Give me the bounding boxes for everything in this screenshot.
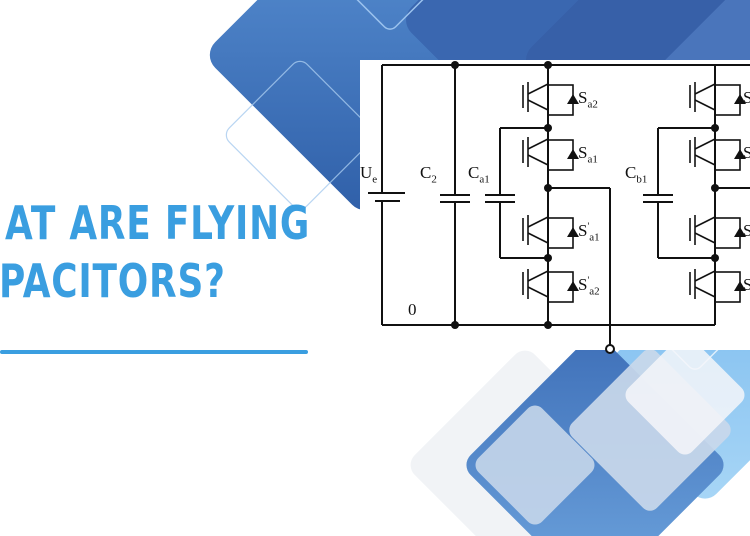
label-c2: C2 (420, 163, 437, 186)
switch-sb1-prime (689, 215, 741, 249)
label-sb1-prime: S (743, 221, 750, 240)
label-sa1-prime: S'a1 (578, 221, 600, 244)
headline-underline (0, 350, 308, 354)
headline-line-2: PACITORS? (0, 254, 226, 308)
switch-sa2-prime (522, 269, 574, 303)
label-ue: Ue (360, 163, 378, 186)
switch-sb1 (689, 137, 741, 171)
switch-sa1 (522, 137, 574, 171)
label-sa2: Sa2 (578, 88, 598, 111)
label-ca1: Ca1 (468, 163, 490, 186)
switch-sb2-prime (689, 269, 741, 303)
bottom-diamond-cluster (410, 335, 745, 536)
label-cb1: Cb1 (625, 163, 648, 186)
switch-sa2 (522, 82, 574, 116)
label-sb2: S (743, 88, 750, 107)
junction-dots (451, 61, 719, 329)
diodes (567, 94, 746, 291)
headline-line-1: AT ARE FLYING (4, 196, 310, 250)
label-sb1: S (743, 143, 750, 162)
flying-capacitor-circuit: Ue C2 Ca1 Cb1 0 Sa2 Sa1 S'a1 S'a2 S S S … (360, 60, 750, 354)
label-ground: 0 (408, 300, 417, 319)
label-sa1: Sa1 (578, 143, 598, 166)
label-sa2-prime: S'a2 (578, 275, 600, 298)
label-sb2-prime: S (743, 275, 750, 294)
switch-sb2 (689, 82, 741, 116)
switch-sa1-prime (522, 215, 574, 249)
